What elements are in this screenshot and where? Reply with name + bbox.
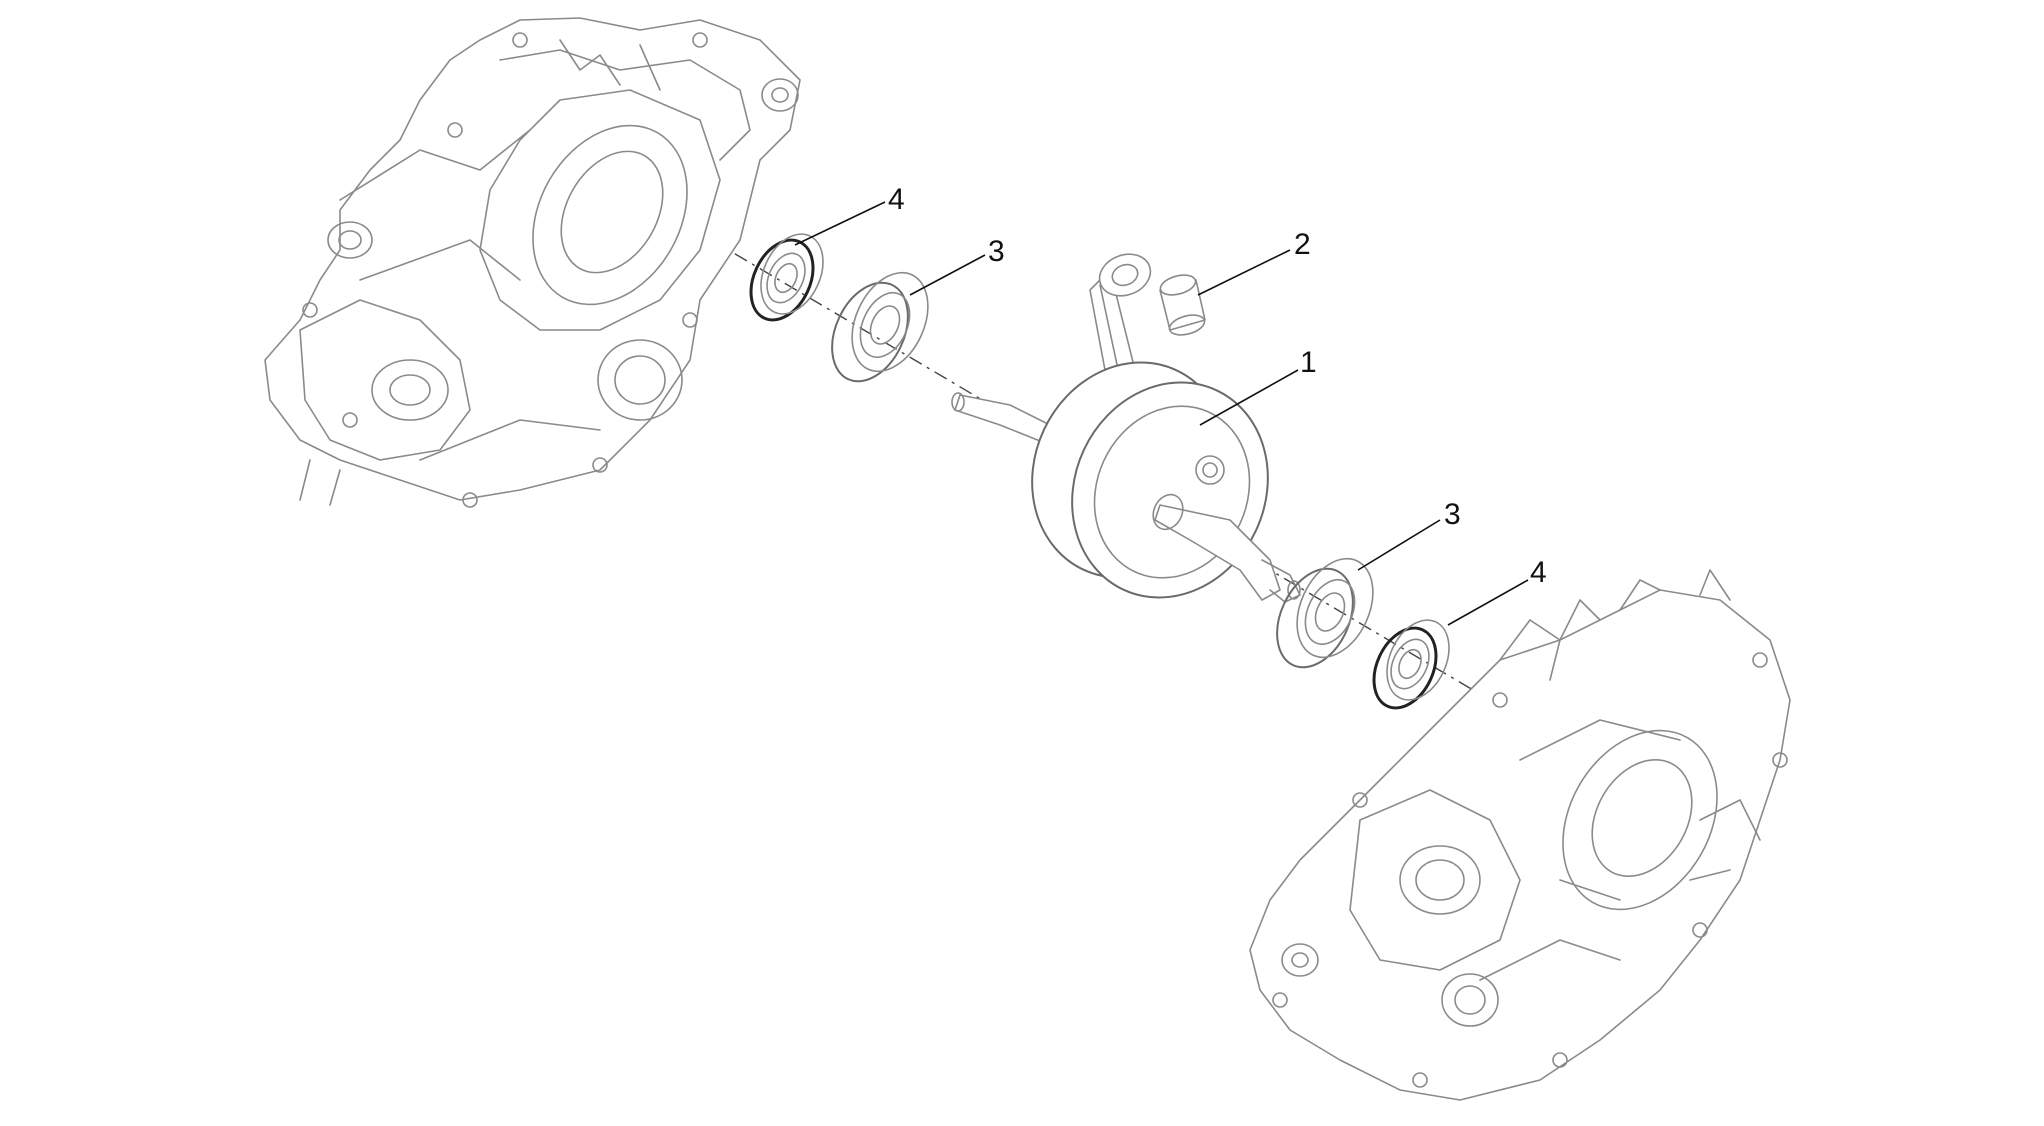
oil-seal-left	[749, 233, 824, 322]
bushing	[1159, 274, 1206, 336]
bearing-left	[831, 271, 929, 383]
callout-leaders	[794, 201, 1529, 626]
callout-oil-seal-right: 4	[1530, 556, 1547, 589]
callout-bearing-right: 3	[1444, 498, 1461, 531]
callout-bushing: 2	[1294, 228, 1311, 261]
bearing-right	[1276, 557, 1374, 669]
callout-bearing-left: 3	[988, 235, 1005, 268]
callout-crankshaft: 1	[1300, 346, 1317, 379]
crankcase-right	[1249, 569, 1791, 1101]
crankcase-left	[264, 17, 801, 508]
oil-seal-right	[1372, 619, 1450, 710]
callout-oil-seal-left: 4	[888, 183, 905, 216]
crankshaft-assembly	[951, 253, 1301, 603]
